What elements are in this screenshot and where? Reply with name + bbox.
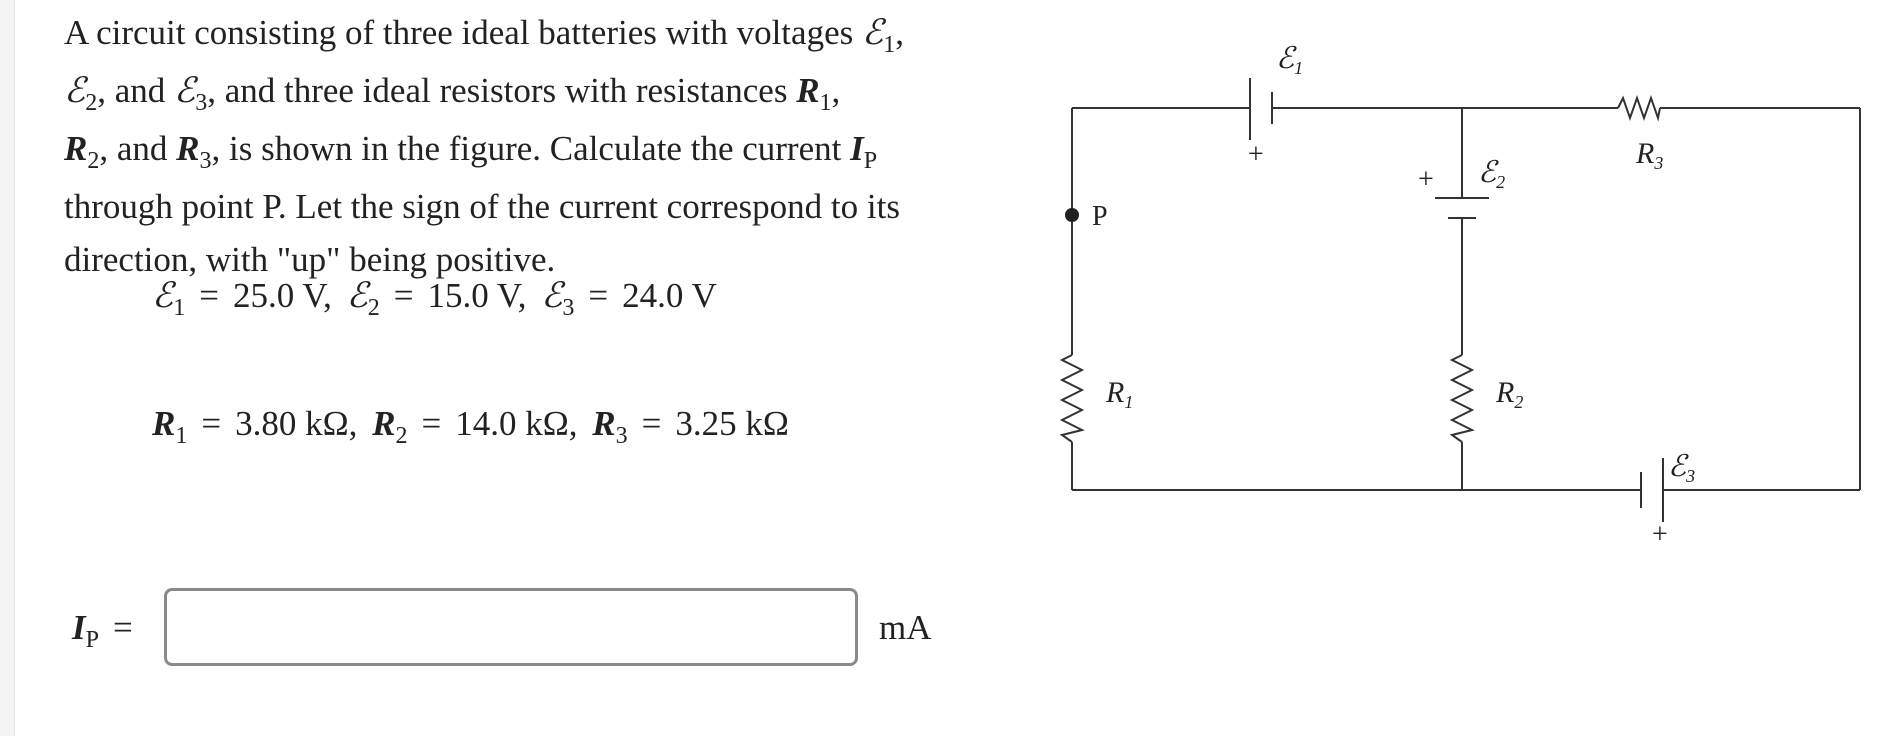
left-margin-strip bbox=[0, 0, 15, 736]
emf2-plus: + bbox=[1418, 164, 1434, 195]
battery-emf3 bbox=[1640, 458, 1664, 522]
answer-unit: mA bbox=[879, 608, 932, 647]
resistor-r3 bbox=[1617, 94, 1661, 122]
emf2-label: ℰ2 bbox=[1478, 156, 1505, 192]
circuit-diagram: ℰ1 + + ℰ2 ℰ3 + R1 R2 R3 P bbox=[1059, 42, 1861, 550]
answer-row: IP= mA bbox=[64, 588, 964, 670]
answer-label: IP= bbox=[72, 608, 133, 653]
r3-label: R3 bbox=[1635, 137, 1663, 173]
resistor-r1 bbox=[1059, 354, 1085, 443]
battery-emf2 bbox=[1435, 197, 1489, 219]
given-resistance-values: R1=3.80 kΩ, R2=14.0 kΩ, R3=3.25 kΩ bbox=[152, 404, 789, 449]
problem-line-5: direction, with "up" being positive. bbox=[64, 240, 556, 279]
emf3-label: ℰ3 bbox=[1668, 450, 1695, 486]
circuit-wires bbox=[1071, 107, 1861, 491]
problem-line-4: through point P. Let the sign of the cur… bbox=[64, 187, 900, 226]
given-emf-values: ℰ1=25.0 V, ℰ2=15.0 V, ℰ3=24.0 V bbox=[152, 276, 717, 321]
problem-line-3: R2, and R3, is shown in the figure. Calc… bbox=[64, 129, 878, 174]
emf3-plus: + bbox=[1652, 519, 1668, 550]
r2-label: R2 bbox=[1495, 376, 1523, 412]
problem-line-1: A circuit consisting of three ideal batt… bbox=[64, 13, 904, 58]
emf1-label: ℰ1 bbox=[1276, 42, 1303, 78]
r1-label: R1 bbox=[1105, 376, 1133, 412]
point-p-label: P bbox=[1092, 201, 1108, 232]
point-p-dot bbox=[1065, 208, 1079, 222]
battery-emf1 bbox=[1249, 78, 1273, 140]
problem-statement: A circuit consisting of three ideal batt… bbox=[64, 6, 964, 286]
problem-line-2: ℰ2, and ℰ3, and three ideal resistors wi… bbox=[64, 71, 841, 116]
emf1-plus: + bbox=[1248, 139, 1264, 170]
current-answer-input[interactable] bbox=[164, 588, 858, 666]
resistor-r2 bbox=[1449, 354, 1475, 443]
